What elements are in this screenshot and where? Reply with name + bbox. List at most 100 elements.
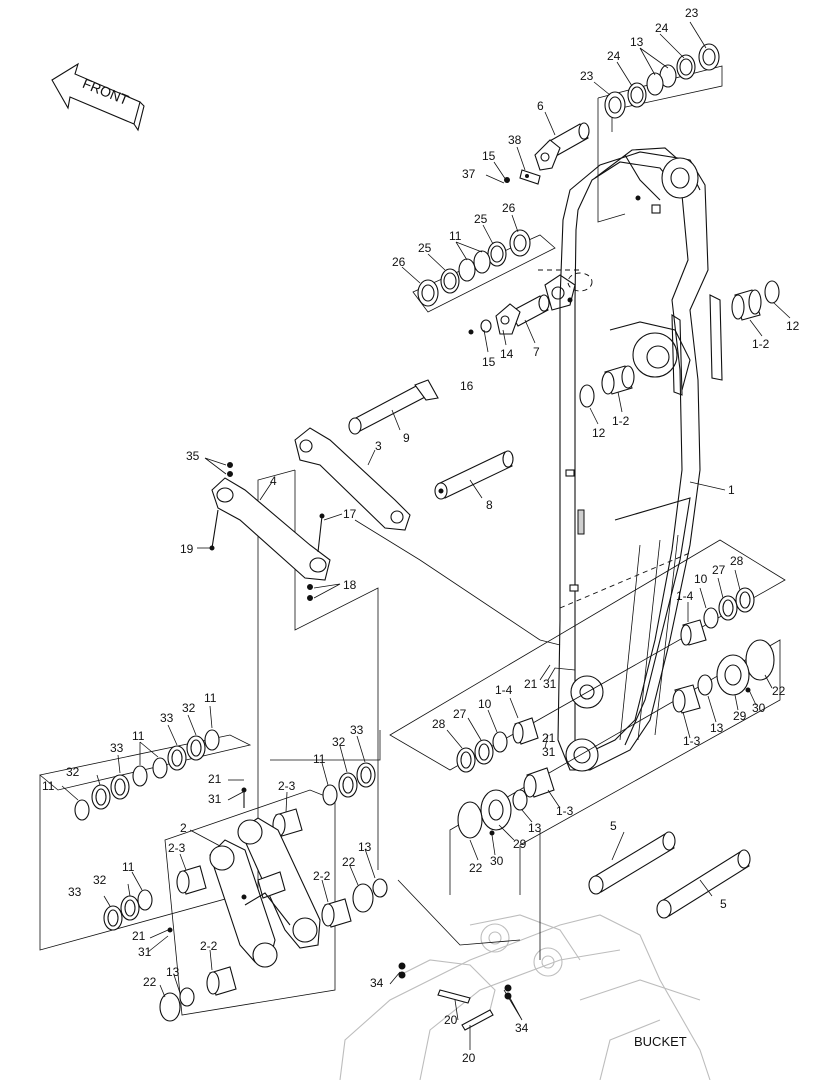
callout-28: 28: [730, 554, 744, 568]
callout-22: 22: [342, 855, 356, 869]
pin-7-assembly: [468, 294, 550, 335]
callout-21: 21: [132, 929, 146, 943]
callout-2-2: 2-2: [200, 939, 218, 953]
callout-1-4: 1-4: [676, 589, 694, 603]
callout-22: 22: [772, 684, 786, 698]
callout-10: 10: [478, 697, 492, 711]
callout-1-2: 1-2: [752, 337, 770, 351]
callout-13: 13: [528, 821, 542, 835]
callout-1-3: 1-3: [683, 734, 701, 748]
callout-32: 32: [66, 765, 80, 779]
callout-12: 12: [592, 426, 606, 440]
callout-34: 34: [515, 1021, 529, 1035]
callout-27: 27: [453, 707, 467, 721]
bushing-1-2: [579, 280, 780, 408]
seal-stack-left-lower: [456, 717, 539, 773]
front-arrow: FRONT: [51, 62, 145, 132]
seal-stack-right-lower: [672, 639, 775, 714]
callout-33: 33: [110, 741, 124, 755]
arm-body: [538, 147, 723, 772]
seal-stack-2-3-left: [103, 865, 207, 931]
callout-3: 3: [375, 439, 382, 453]
seal-stack-upper: [417, 229, 531, 307]
top-seal-stack: [604, 43, 720, 119]
callout-24: 24: [655, 21, 669, 35]
callout-8: 8: [486, 498, 493, 512]
callout-2-3: 2-3: [168, 841, 186, 855]
callout-11: 11: [132, 729, 145, 743]
callout-11: 11: [122, 860, 135, 874]
callout-24: 24: [607, 49, 621, 63]
callout-16: 16: [460, 379, 474, 393]
leader-lines: [61, 21, 791, 1050]
callout-30: 30: [490, 854, 504, 868]
callout-labels: 23 24 13 24 23 6 38 15 37 26 25 11 25 26…: [42, 6, 800, 1065]
callout-31: 31: [542, 745, 556, 759]
callout-5: 5: [720, 897, 727, 911]
callout-21: 21: [524, 677, 538, 691]
callout-30: 30: [752, 701, 766, 715]
callout-11: 11: [204, 691, 217, 705]
callout-29: 29: [513, 837, 527, 851]
callout-5: 5: [610, 819, 617, 833]
callout-21: 21: [542, 731, 556, 745]
callout-22: 22: [469, 861, 483, 875]
callout-21: 21: [208, 772, 222, 786]
callout-15: 15: [482, 149, 496, 163]
callout-11: 11: [313, 752, 326, 766]
callout-25: 25: [418, 241, 432, 255]
callout-20: 20: [444, 1013, 458, 1027]
callout-34: 34: [370, 976, 384, 990]
callout-31: 31: [543, 677, 557, 691]
callout-20: 20: [462, 1051, 476, 1065]
callout-6: 6: [537, 99, 544, 113]
callout-2-3: 2-3: [278, 779, 296, 793]
callout-13: 13: [630, 35, 644, 49]
callout-1-3: 1-3: [556, 804, 574, 818]
callout-2-2: 2-2: [313, 869, 331, 883]
callout-7: 7: [533, 345, 540, 359]
callout-2: 2: [180, 821, 187, 835]
callout-18: 18: [343, 578, 357, 592]
bucket-label: BUCKET: [634, 1034, 687, 1049]
callout-23: 23: [580, 69, 594, 83]
callout-33: 33: [160, 711, 174, 725]
pin-6-assembly: [504, 122, 590, 185]
callout-32: 32: [332, 735, 346, 749]
callout-13: 13: [166, 965, 180, 979]
callout-10: 10: [694, 572, 708, 586]
bushing-2-2: [159, 878, 388, 1022]
callout-12: 12: [786, 319, 800, 333]
callout-31: 31: [208, 792, 222, 806]
callout-13: 13: [358, 840, 372, 854]
seal-stack-right-upper: [680, 587, 755, 646]
callout-33: 33: [350, 723, 364, 737]
link-2: [167, 787, 321, 968]
callout-22: 22: [143, 975, 157, 989]
pin-9: [348, 379, 439, 435]
callout-11: 11: [449, 229, 462, 243]
callout-26: 26: [392, 255, 406, 269]
callout-38: 38: [508, 133, 522, 147]
callout-26: 26: [502, 201, 516, 215]
callout-15: 15: [482, 355, 496, 369]
callout-11: 11: [42, 779, 55, 793]
callout-25: 25: [474, 212, 488, 226]
callout-9: 9: [403, 431, 410, 445]
callout-1-2: 1-2: [612, 414, 630, 428]
callout-33: 33: [68, 885, 82, 899]
callout-1: 1: [728, 483, 735, 497]
callout-32: 32: [93, 873, 107, 887]
link-3: [294, 427, 411, 531]
callout-17: 17: [343, 507, 357, 521]
callout-23: 23: [685, 6, 699, 20]
callout-4: 4: [270, 474, 277, 488]
pins-5: [588, 831, 751, 919]
callout-14: 14: [500, 347, 514, 361]
callout-37: 37: [462, 167, 476, 181]
callout-28: 28: [432, 717, 446, 731]
bucket-outline: [339, 914, 711, 1081]
callout-19: 19: [180, 542, 194, 556]
